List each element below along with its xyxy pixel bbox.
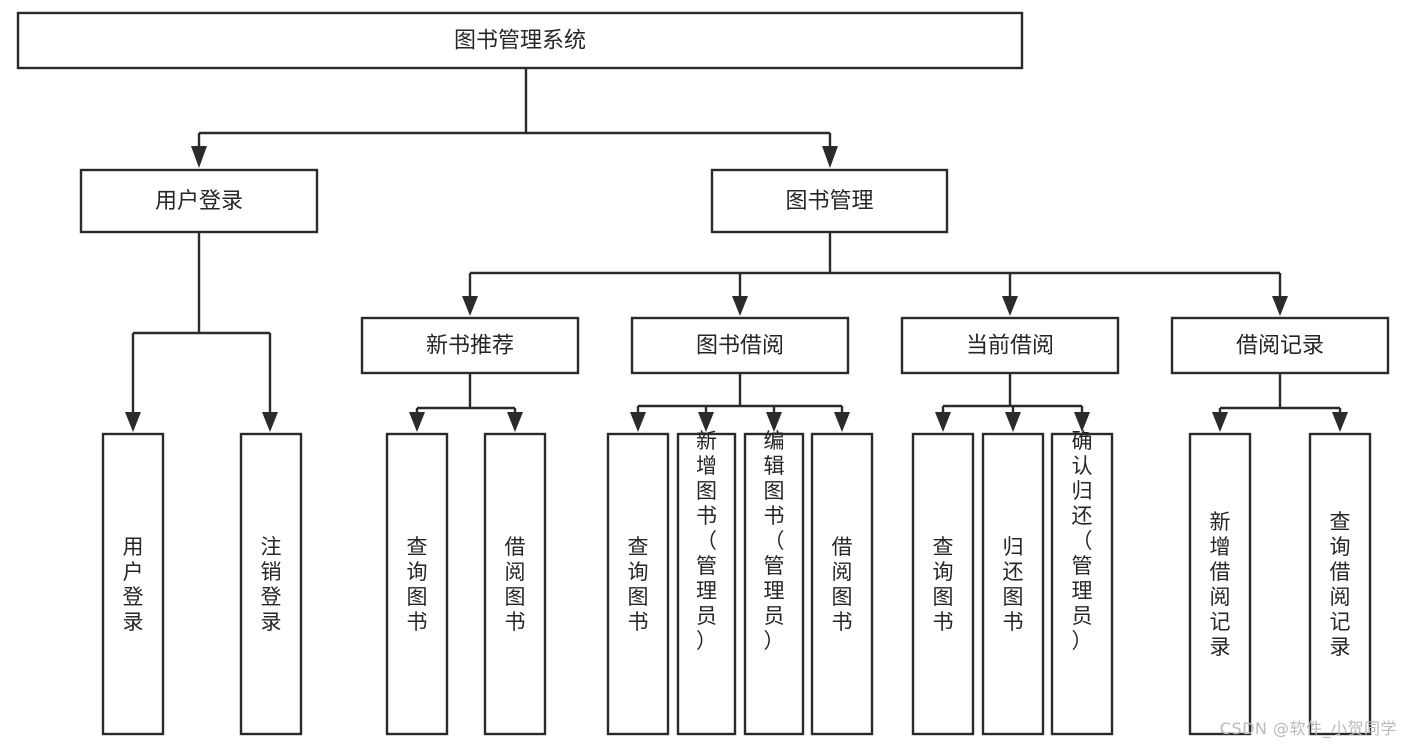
node-leaf-query-book-2[interactable]: 查询图书: [606, 432, 670, 736]
node-leaf-query-book-3[interactable]: 查询图书: [911, 432, 975, 736]
connector-group-new-book-recommend: [409, 373, 523, 432]
node-book-borrow[interactable]: 图书借阅: [630, 316, 850, 375]
node-label-vertical: 查询图书: [628, 535, 649, 634]
node-borrow-record[interactable]: 借阅记录: [1170, 316, 1390, 375]
arrow-to-leaf-query-record: [1332, 412, 1348, 432]
node-leaf-edit-book[interactable]: 编辑图书（管理员）: [743, 429, 805, 736]
connector-group-book-management: [462, 232, 1288, 316]
arrow-to-leaf-add-book: [698, 412, 714, 432]
node-box-rect: [981, 432, 1045, 736]
connector-group-current-borrow: [935, 373, 1090, 432]
node-leaf-logout-login[interactable]: 注销登录: [239, 432, 303, 736]
node-box-rect: [1308, 432, 1372, 736]
node-box-rect: [710, 168, 949, 234]
node-box-rect: [16, 11, 1024, 70]
node-box-rect: [676, 432, 737, 736]
arrow-to-leaf-borrow-book-2: [834, 412, 850, 432]
node-box-rect: [101, 432, 165, 736]
arrow-to-leaf-add-record: [1212, 412, 1228, 432]
node-label-vertical: 用户登录: [123, 535, 144, 634]
node-box-rect: [606, 432, 670, 736]
node-book-management[interactable]: 图书管理: [710, 168, 949, 234]
node-box-rect: [911, 432, 975, 736]
node-box-rect: [630, 316, 850, 375]
node-label-vertical: 注销登录: [261, 535, 282, 634]
node-box-rect: [1188, 432, 1252, 736]
level1-node-group: 用户登录 图书管理: [79, 168, 949, 234]
node-new-book-recommend[interactable]: 新书推荐: [360, 316, 580, 375]
arrow-to-new-book-recommend: [462, 296, 478, 316]
node-leaf-borrow-book-1[interactable]: 借阅图书: [483, 432, 547, 736]
node-box-rect: [483, 432, 547, 736]
arrow-to-leaf-return-book: [1005, 412, 1021, 432]
arrow-to-leaf-edit-book: [766, 412, 782, 432]
node-label-vertical: 查询图书: [933, 535, 954, 634]
node-label-vertical: 归还图书: [1003, 535, 1024, 634]
node-leaf-add-record[interactable]: 新增借阅记录: [1188, 432, 1252, 736]
node-label-vertical: 查询借阅记录: [1330, 510, 1351, 659]
connector-group-user-login: [125, 232, 278, 432]
arrow-to-leaf-user-login: [125, 412, 141, 432]
level2-node-group: 新书推荐 图书借阅 当前借阅 借阅记录: [360, 316, 1390, 375]
node-label-vertical: 新增借阅记录: [1210, 510, 1231, 659]
arrow-to-leaf-logout-login: [262, 412, 278, 432]
node-leaf-return-book[interactable]: 归还图书: [981, 432, 1045, 736]
node-leaf-add-book[interactable]: 新增图书（管理员）: [676, 429, 737, 736]
arrow-to-leaf-query-book-1: [409, 412, 425, 432]
node-label-vertical: 新增图书（管理员）: [696, 429, 717, 653]
node-current-borrow[interactable]: 当前借阅: [900, 316, 1120, 375]
leaf-node-group: 用户登录 注销登录 查询图书 借阅图书 查询图书 新增图书（管理员） 编辑图书（管理员） 借阅…: [101, 429, 1372, 736]
node-box-rect: [810, 432, 874, 736]
node-label: 图书借阅: [696, 334, 784, 359]
node-box-rect: [360, 316, 580, 375]
node-box-rect: [743, 432, 805, 736]
arrow-root-to-user-login: [191, 146, 207, 168]
node-label: 当前借阅: [966, 334, 1054, 359]
node-label: 图书管理系统: [454, 29, 586, 54]
connector-group-root: [191, 68, 838, 168]
node-label: 借阅记录: [1236, 334, 1324, 359]
node-leaf-confirm-return[interactable]: 确认归还（管理员）: [1050, 429, 1114, 736]
node-leaf-query-record[interactable]: 查询借阅记录: [1308, 432, 1372, 736]
arrow-to-leaf-confirm-return: [1074, 412, 1090, 432]
arrow-root-to-book-management: [822, 146, 838, 168]
node-leaf-borrow-book-2[interactable]: 借阅图书: [810, 432, 874, 736]
node-label-vertical: 编辑图书（管理员）: [764, 429, 785, 653]
connector-group-borrow-record: [1212, 373, 1348, 432]
node-label: 图书管理: [785, 189, 873, 214]
arrow-to-book-borrow: [732, 296, 748, 316]
arrow-to-borrow-record: [1272, 296, 1288, 316]
node-root[interactable]: 图书管理系统: [16, 11, 1024, 70]
arrow-to-leaf-borrow-book-1: [507, 412, 523, 432]
node-label-vertical: 借阅图书: [505, 535, 526, 634]
node-box-rect: [900, 316, 1120, 375]
node-box-rect: [79, 168, 319, 234]
node-leaf-query-book-1[interactable]: 查询图书: [385, 432, 449, 736]
connector-group-book-borrow: [630, 373, 850, 432]
arrow-to-leaf-query-book-3: [935, 412, 951, 432]
node-label-vertical: 借阅图书: [832, 535, 853, 634]
node-box-rect: [239, 432, 303, 736]
node-box-rect: [1170, 316, 1390, 375]
arrow-to-leaf-query-book-2: [630, 412, 646, 432]
node-box-rect: [1050, 432, 1114, 736]
node-label: 用户登录: [155, 189, 243, 214]
node-label-vertical: 查询图书: [407, 535, 428, 634]
node-label-vertical: 确认归还（管理员）: [1072, 429, 1093, 653]
node-box-rect: [385, 432, 449, 736]
arrow-to-current-borrow: [1002, 296, 1018, 316]
root-node-group: 图书管理系统: [16, 11, 1024, 70]
node-leaf-user-login[interactable]: 用户登录: [101, 432, 165, 736]
node-label: 新书推荐: [426, 334, 514, 359]
node-user-login[interactable]: 用户登录: [79, 168, 319, 234]
